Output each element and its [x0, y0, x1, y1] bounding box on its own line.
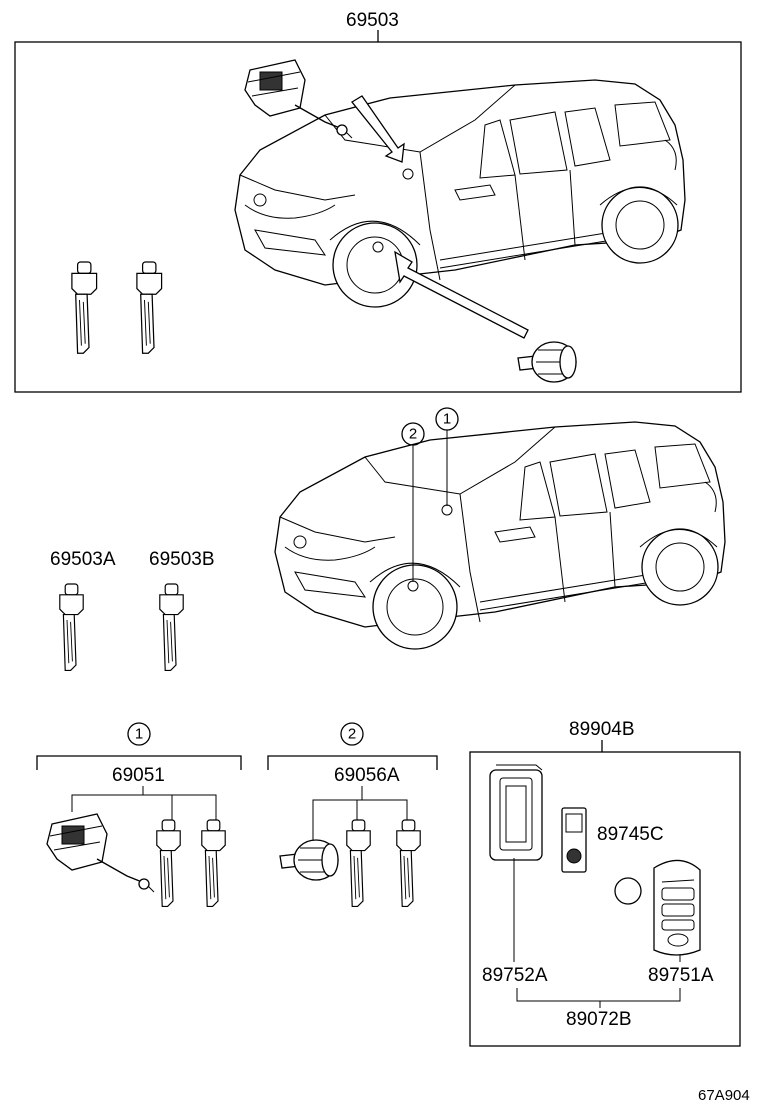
mark-ignition-top	[402, 168, 414, 180]
door-cylinder-top	[517, 341, 577, 383]
label-89072B: 89072B	[566, 1009, 632, 1030]
ignition-cylinder-69051	[46, 813, 155, 893]
remote-set-box	[469, 751, 741, 1047]
label-69503B: 69503B	[149, 549, 215, 570]
key-69056A-right	[396, 819, 421, 907]
vehicle-illustration-top	[234, 79, 686, 308]
illustration-code: 67A904	[698, 1087, 750, 1104]
svg-text:1: 1	[135, 726, 143, 743]
ignition-cylinder-top	[244, 59, 353, 139]
transmitter-89751A	[653, 859, 701, 956]
label-89751A: 89751A	[648, 965, 714, 986]
arrow-to-ignition	[351, 95, 405, 163]
remote-case-89752A	[489, 764, 543, 861]
label-89904B: 89904B	[569, 719, 635, 740]
callout-2-group: 2	[340, 722, 364, 746]
key-69051-right	[201, 819, 226, 907]
key-top-left	[71, 261, 98, 354]
mark-door-top	[372, 241, 384, 253]
callout-1-top: 1	[435, 407, 459, 431]
svg-text:2: 2	[409, 426, 417, 443]
callout-1-group: 1	[127, 722, 151, 746]
label-89752A: 89752A	[482, 965, 548, 986]
vehicle-illustration-middle	[274, 421, 726, 650]
mark-door-middle	[407, 580, 419, 592]
key-top-right	[136, 261, 163, 354]
key-69503B	[159, 583, 184, 671]
callout-2-top: 2	[401, 422, 425, 446]
svg-text:2: 2	[348, 726, 356, 743]
door-cylinder-69056A	[279, 839, 339, 881]
svg-text:1: 1	[443, 411, 451, 428]
circuit-board	[561, 807, 587, 873]
key-69503A	[59, 583, 84, 671]
label-69503A: 69503A	[50, 549, 116, 570]
battery-89745C	[614, 877, 642, 905]
leader-69051	[71, 786, 217, 822]
label-69503: 69503	[346, 10, 399, 31]
key-69051-left	[156, 819, 181, 907]
key-69056A-left	[346, 819, 371, 907]
mark-ignition-middle	[441, 504, 453, 516]
leader-69056A	[312, 786, 408, 842]
label-69051: 69051	[112, 765, 165, 786]
arrow-to-door	[394, 250, 529, 339]
label-69056A: 69056A	[334, 765, 400, 786]
assembly-box-69503	[14, 41, 742, 393]
bracket-group-1	[36, 755, 242, 770]
leader-89072B	[516, 988, 681, 1008]
bracket-group-2	[267, 755, 438, 770]
label-89745C: 89745C	[597, 824, 664, 845]
